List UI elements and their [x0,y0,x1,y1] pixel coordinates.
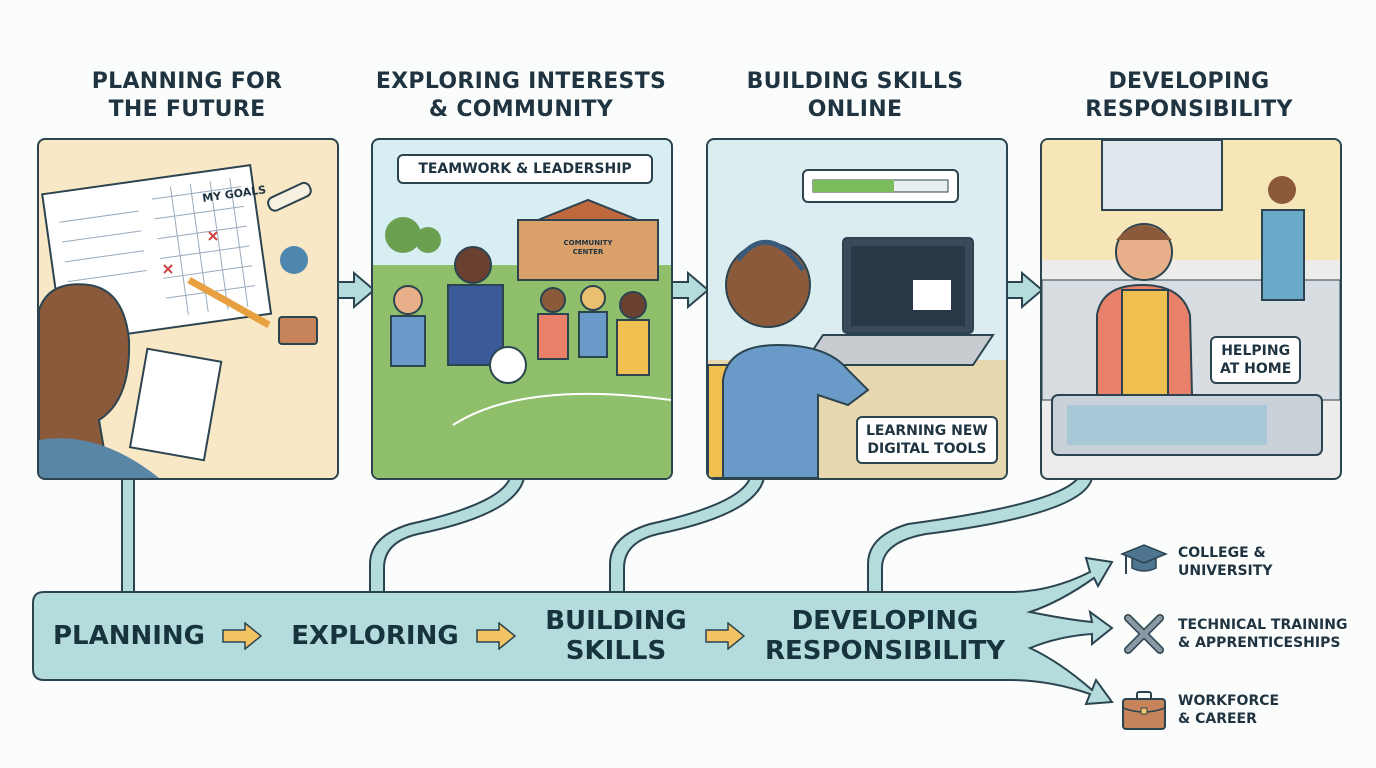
building-illustration [708,169,1006,478]
stage-line: EXPLORING [291,621,459,651]
outcome-line: & CAREER [1178,711,1257,727]
yellow-arrow-icon [476,622,516,650]
briefcase-icon [1122,691,1166,730]
graduation-cap-icon [1120,544,1168,574]
title-line: RESPONSIBILITY [1085,97,1293,122]
connector [369,477,526,595]
callout-line: LEARNING NEW [866,423,988,439]
title-line: & COMMUNITY [428,97,614,122]
stage-line: SKILLS [565,636,667,666]
banner-text: TEAMWORK & LEADERSHIP [418,161,632,177]
outcome-line: COLLEGE & [1178,545,1266,561]
progress-bar-fill [813,180,894,192]
pathway-band [32,556,1114,706]
panel-title-exploring: EXPLORING INTERESTS & COMMUNITY [356,68,686,124]
title-line: DEVELOPING [1108,69,1270,94]
outcome-line: TECHNICAL TRAINING [1178,617,1348,633]
developing-illustration [1042,140,1340,456]
building-sign: COMMUNITY [563,239,613,247]
connector [121,475,135,595]
callout-digital-tools: LEARNING NEW DIGITAL TOOLS [856,416,998,464]
panel-title-building: BUILDING SKILLS ONLINE [690,68,1020,124]
stage-line: BUILDING [545,606,687,636]
callout-line: HELPING [1221,343,1291,359]
outcome-technical-training: TECHNICAL TRAINING & APPRENTICESHIPS [1120,612,1347,656]
title-line: THE FUTURE [108,97,266,122]
title-line: EXPLORING INTERESTS [375,69,667,94]
connector [867,477,1094,595]
outcome-college: COLLEGE & UNIVERSITY [1120,540,1272,584]
gear-icon [280,246,308,274]
title-line: ONLINE [807,97,903,122]
stage-line: DEVELOPING [791,606,979,636]
panel-title-developing: DEVELOPING RESPONSIBILITY [1024,68,1354,124]
panel-exploring: COMMUNITY CENTER TEAMWORK & LEADERSHIP [371,138,673,480]
panel-developing: HELPING AT HOME [1040,138,1342,480]
yellow-arrow-icon [705,622,745,650]
callout-line: DIGITAL TOOLS [867,441,987,457]
wrench-tools-icon [1124,614,1164,654]
panel-building-skills: LEARNING NEW DIGITAL TOOLS [706,138,1008,480]
outcome-line: UNIVERSITY [1178,563,1273,579]
callout-line: AT HOME [1220,361,1292,377]
diploma-icon [267,181,312,212]
headset-icon [736,239,806,272]
title-line: BUILDING SKILLS [746,69,964,94]
building-sign: CENTER [573,248,604,256]
title-line: PLANNING FOR [91,69,283,94]
panel-planning: MY GOALS [37,138,339,480]
stage-exploring: EXPLORING [285,621,465,651]
yellow-arrow-icon [222,622,262,650]
stage-line: RESPONSIBILITY [764,636,1006,666]
outcome-line: & APPRENTICESHIPS [1178,635,1341,651]
outcome-workforce: WORKFORCE & CAREER [1120,688,1279,732]
callout-helping-home: HELPING AT HOME [1210,336,1302,384]
connector [609,477,766,595]
stage-line: PLANNING [52,621,206,651]
exploring-illustration: COMMUNITY CENTER [373,198,671,478]
briefcase-icon [278,316,318,345]
planning-illustration: MY GOALS [39,163,318,478]
stage-planning: PLANNING [50,621,208,651]
panel-title-planning: PLANNING FOR THE FUTURE [22,68,352,124]
teamwork-banner: TEAMWORK & LEADERSHIP [397,154,653,184]
outcome-line: WORKFORCE [1178,693,1280,709]
